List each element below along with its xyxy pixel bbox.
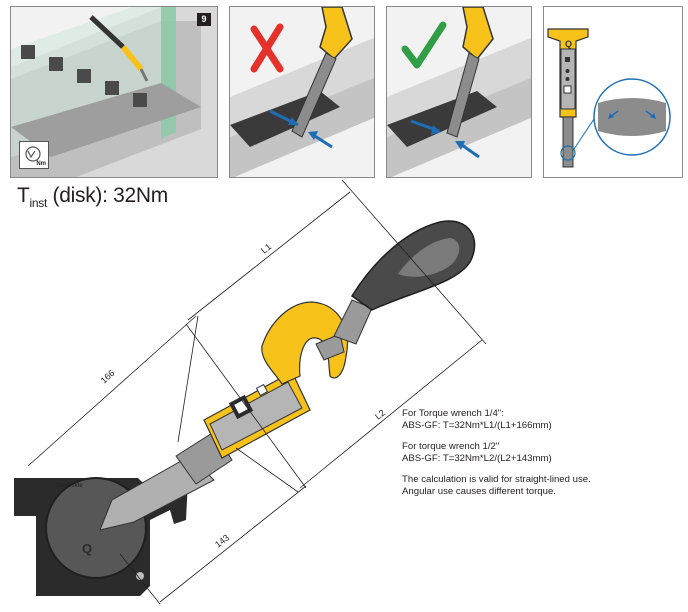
wrong-x-mark-icon — [250, 23, 284, 73]
quarter-inch-formula: ABS-GF: T=32Nm*L1/(L1+166mm) — [402, 420, 552, 431]
calculation-notes: For Torque wrench 1/4": ABS-GF: T=32Nm*L… — [402, 408, 591, 507]
half-inch-heading: For torque wrench 1/2" — [402, 441, 500, 452]
validity-note: The calculation is valid for straight-li… — [402, 474, 591, 498]
dimension-143: 143 — [213, 532, 231, 549]
dimension-l1: L1 — [259, 242, 273, 256]
correct-usage-illustration — [387, 7, 531, 177]
dimension-lines — [27, 179, 487, 605]
dimension-l2: L2 — [373, 407, 387, 421]
wrong-usage-illustration — [230, 7, 374, 177]
title-main: T — [17, 184, 30, 207]
step-number-badge: 9 — [197, 13, 211, 26]
correct-check-mark-icon — [401, 21, 447, 69]
wrong-usage-panel — [229, 6, 375, 178]
title-subscript: inst — [29, 196, 48, 210]
installation-illustration — [11, 7, 217, 177]
torque-icon-label: Nm — [36, 161, 46, 167]
quarter-inch-heading: For Torque wrench 1/4": — [402, 408, 504, 419]
validity-line-2: Angular use causes different torque. — [402, 486, 556, 497]
installation-overview-panel: 9 Nm — [10, 6, 218, 178]
quarter-inch-note: For Torque wrench 1/4": ABS-GF: T=32Nm*L… — [402, 408, 591, 432]
tool-detail-illustration: Q — [547, 28, 671, 168]
ratchet-handle — [333, 220, 476, 345]
half-inch-formula: ABS-GF: T=32Nm*L2/(L2+143mm) — [402, 453, 552, 464]
dimension-166: 166 — [99, 368, 117, 385]
tool-detail-panel: Q — [543, 6, 683, 178]
torque-wrench-tool — [203, 301, 349, 459]
torque-wrench-icon: Nm — [19, 141, 49, 169]
housing-label: glass side — [56, 483, 83, 489]
half-inch-note: For torque wrench 1/2" ABS-GF: T=32Nm*L2… — [402, 441, 591, 465]
installation-torque-title: Tinst (disk): 32Nm — [17, 184, 169, 210]
correct-usage-panel — [386, 6, 532, 178]
title-rest: (disk): 32Nm — [47, 184, 169, 207]
svg-text:Q: Q — [565, 39, 572, 49]
validity-line-1: The calculation is valid for straight-li… — [402, 474, 591, 485]
svg-text:Q: Q — [82, 541, 92, 556]
